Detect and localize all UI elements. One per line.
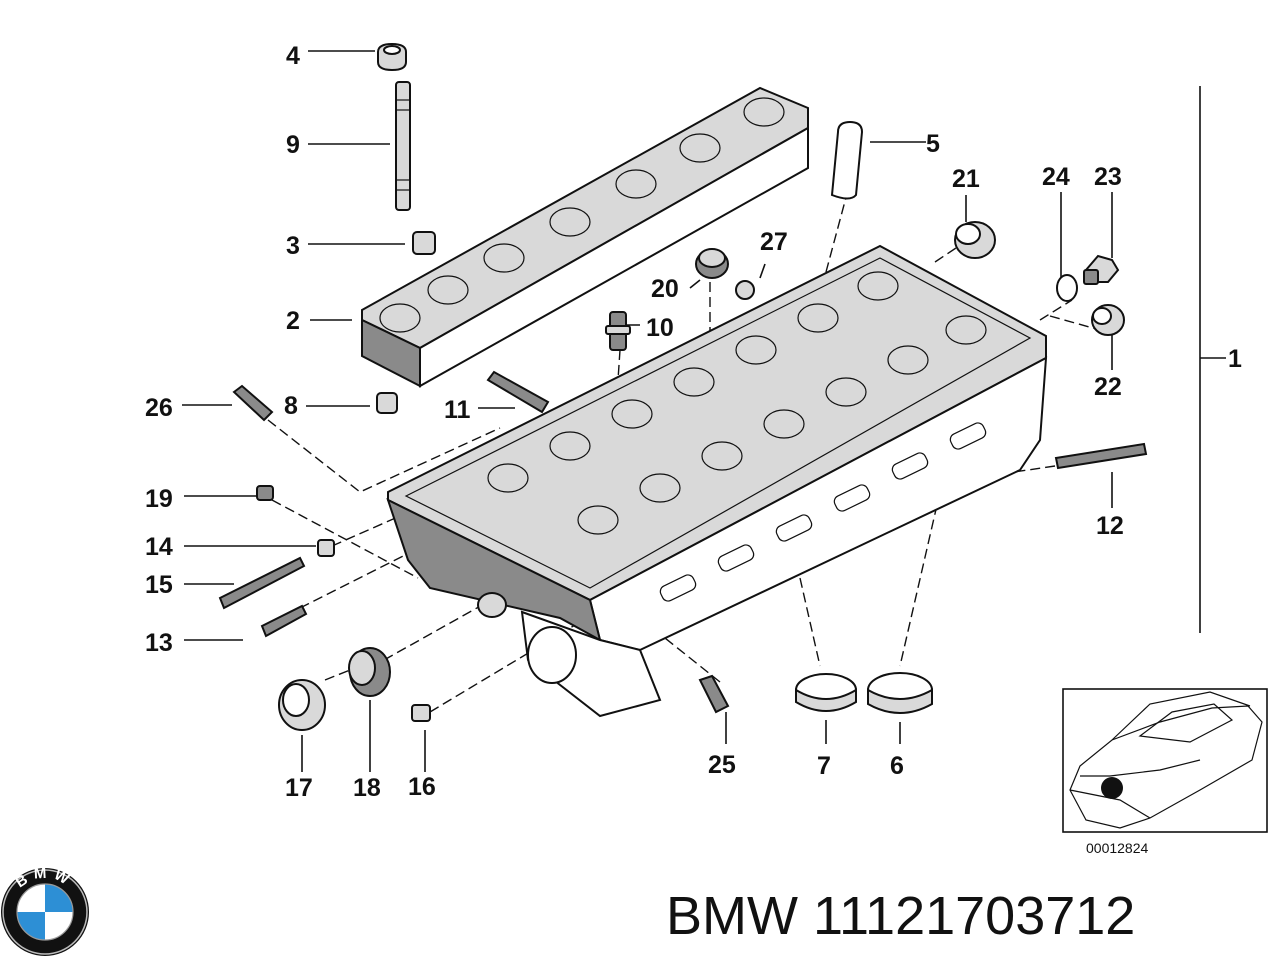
callout-17: 17 (285, 774, 313, 802)
callout-4: 4 (286, 42, 300, 70)
callout-25: 25 (708, 751, 736, 779)
location-inset: 00012824 (1062, 688, 1268, 856)
callout-11: 11 (444, 396, 471, 424)
footer-title: BMW 11121703712 (666, 886, 1135, 946)
callout-21: 21 (952, 165, 980, 193)
callout-7: 7 (817, 752, 831, 780)
callout-22: 22 (1094, 373, 1122, 401)
leader-lines (182, 50, 1226, 772)
callout-20: 20 (651, 275, 679, 303)
callout-12: 12 (1096, 512, 1124, 540)
callout-26: 26 (145, 394, 173, 422)
small-parts (218, 42, 1148, 731)
callout-23: 23 (1094, 163, 1122, 191)
footer-part-number: 11121703712 (813, 886, 1135, 946)
callout-labels: 1 2 3 4 5 6 7 8 9 10 11 12 13 14 15 16 1… (145, 42, 1242, 802)
callout-1: 1 (1228, 345, 1242, 373)
callout-18: 18 (353, 774, 381, 802)
callout-5: 5 (926, 130, 940, 158)
bmw-logo: BMW (1, 865, 89, 956)
callout-3: 3 (286, 232, 300, 260)
callout-16: 16 (408, 773, 436, 801)
callout-14: 14 (145, 533, 173, 561)
callout-19: 19 (145, 485, 173, 513)
callout-10: 10 (646, 314, 674, 342)
cylinder-head (386, 244, 1048, 718)
callout-13: 13 (145, 629, 173, 657)
footer-brand: BMW (666, 886, 798, 946)
callout-24: 24 (1042, 163, 1070, 191)
callout-9: 9 (286, 131, 300, 159)
camshaft-carrier (361, 86, 809, 388)
callout-6: 6 (890, 752, 904, 780)
callout-15: 15 (145, 571, 173, 599)
callout-2: 2 (286, 307, 300, 335)
callout-27: 27 (760, 228, 788, 256)
assembly-lines (267, 189, 1101, 713)
inset-ref-code: 00012824 (1086, 840, 1149, 856)
callout-8: 8 (284, 392, 298, 420)
